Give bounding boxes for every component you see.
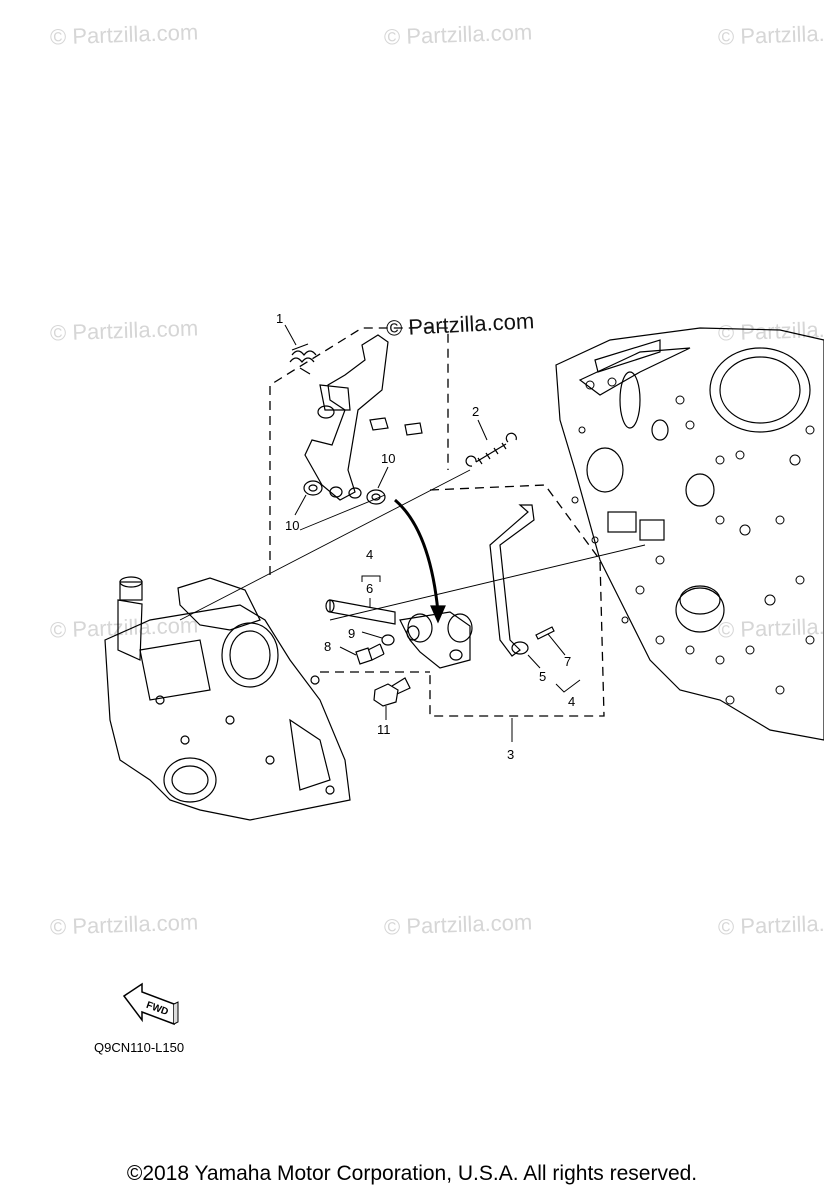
lever-part-5: [489, 504, 535, 657]
callout-6: 6: [366, 581, 373, 596]
shift-arm: [304, 334, 423, 501]
callout-4-bottom: 4: [568, 694, 575, 709]
spring-part-2: [465, 432, 517, 467]
callout-8: 8: [324, 639, 331, 654]
bracket-link: [399, 611, 473, 669]
washer-10-left: [303, 480, 323, 496]
shaft-part-6: [325, 599, 396, 625]
callout-2: 2: [472, 404, 479, 419]
fwd-arrow-icon: FWD: [120, 978, 180, 1039]
callout-10-right: 10: [381, 451, 395, 466]
washer-part-9: [381, 634, 395, 646]
transmission-case-left: [104, 576, 351, 821]
callout-10-left: 10: [285, 518, 299, 533]
callout-4-top: 4: [366, 547, 373, 562]
copyright-notice: ©2018 Yamaha Motor Corporation, U.S.A. A…: [126, 1162, 698, 1185]
assembly-group-boxes: [269, 327, 605, 717]
callout-3: 3: [507, 747, 514, 762]
engine-block-right: [555, 327, 824, 741]
washer-10-right: [366, 489, 386, 505]
spring-part-1: [289, 343, 317, 375]
bolt-part-8: [355, 643, 385, 665]
callout-1: 1: [276, 311, 283, 326]
callout-5: 5: [539, 669, 546, 684]
pin-part-7: [535, 626, 555, 640]
callout-7: 7: [564, 654, 571, 669]
callout-11: 11: [377, 722, 391, 737]
bolt-part-11: [373, 677, 411, 707]
diagram-code: Q9CN110-L150: [94, 1040, 185, 1055]
callout-9: 9: [348, 626, 355, 641]
